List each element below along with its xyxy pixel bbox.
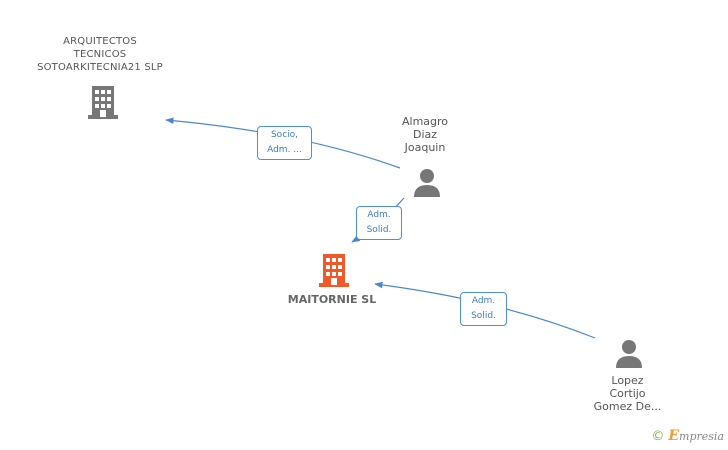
- copyright-icon: ©: [651, 428, 665, 444]
- company-top-line-3: SOTOARKITECNIA21 SLP: [37, 62, 163, 73]
- company-main-line-1: MAITORNIE SL: [287, 293, 377, 306]
- person-almagro-label[interactable]: Almagro Diaz Joaquin: [380, 115, 470, 154]
- relation-3-line-2: Solid.: [471, 311, 496, 321]
- company-top-line-1: ARQUITECTOS: [63, 36, 137, 47]
- brand-logo-rest: mpresia: [679, 430, 724, 443]
- person-icon[interactable]: [614, 339, 644, 369]
- company-main-label[interactable]: MAITORNIE SL: [270, 293, 394, 306]
- building-icon-main[interactable]: [317, 252, 351, 288]
- relation-label-adm-solid-almagro[interactable]: Adm. Solid.: [356, 206, 402, 240]
- relation-label-adm-solid-lopez[interactable]: Adm. Solid.: [460, 292, 507, 326]
- relation-2-line-1: Adm.: [367, 210, 391, 220]
- person-almagro-line-2: Diaz: [412, 128, 438, 141]
- relation-1-line-1: Socio,: [270, 130, 299, 140]
- person-lopez-line-1: Lopez: [611, 374, 644, 387]
- person-almagro-line-1: Almagro: [401, 115, 449, 128]
- person-icon[interactable]: [412, 168, 442, 198]
- person-lopez-line-2: Cortijo: [609, 387, 646, 400]
- relation-3-line-1: Adm.: [471, 296, 496, 306]
- brand-logo-e: E: [668, 428, 680, 444]
- building-icon[interactable]: [86, 84, 120, 120]
- relation-2-line-2: Solid.: [366, 225, 392, 235]
- empresia-watermark: © Empresia: [651, 428, 724, 444]
- person-almagro-line-3: Joaquin: [404, 141, 446, 154]
- relation-1-line-2: Adm. ...: [267, 145, 302, 155]
- company-top-line-2: TECNICOS: [73, 49, 127, 60]
- person-lopez-line-3: Gomez De...: [593, 400, 662, 413]
- company-top-label[interactable]: ARQUITECTOS TECNICOS SOTOARKITECNIA21 SL…: [30, 35, 170, 74]
- relation-label-socio-adm[interactable]: Socio, Adm. ...: [257, 126, 312, 160]
- person-lopez-label[interactable]: Lopez Cortijo Gomez De...: [580, 374, 675, 413]
- brand-logo: Empresia: [668, 428, 724, 444]
